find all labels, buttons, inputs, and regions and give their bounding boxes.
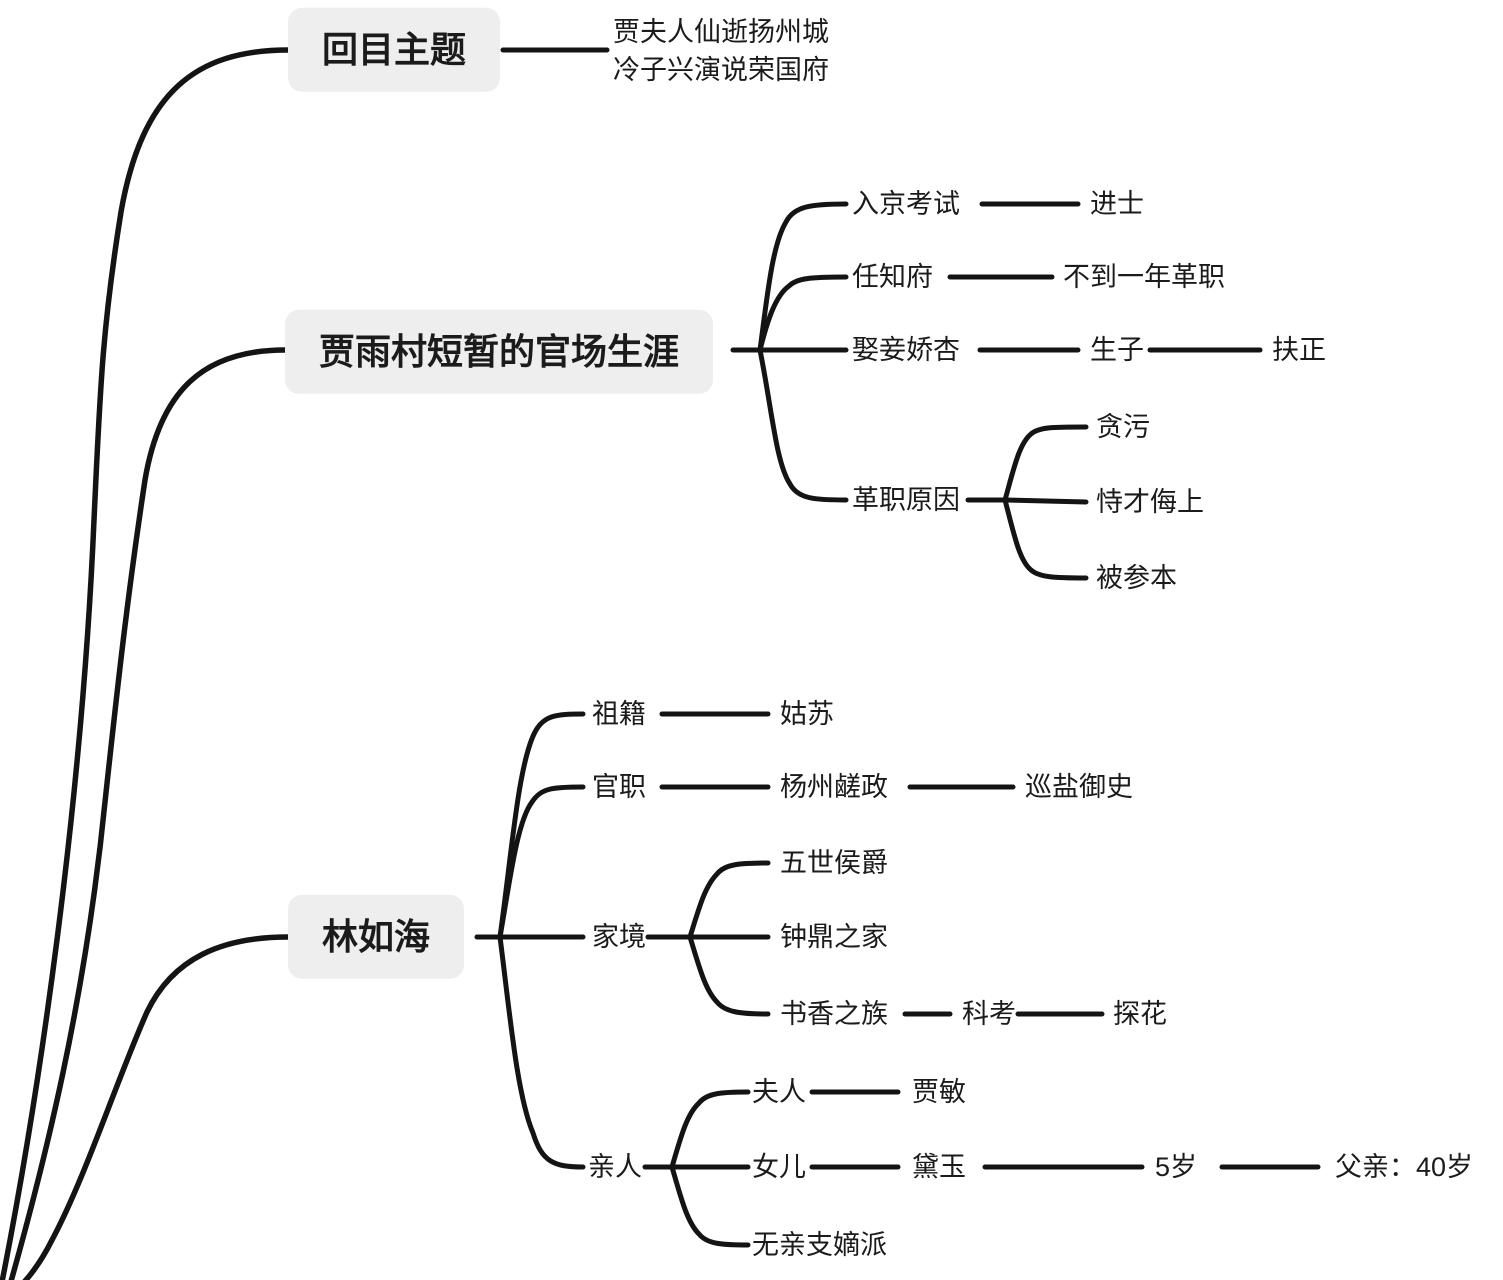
node-daughter-name[interactable]: 黛玉 xyxy=(912,1151,966,1182)
edge-to-family-item-1 xyxy=(687,860,771,940)
node-dismissal[interactable]: 革职原因 xyxy=(852,484,960,515)
edge-root-to-jia-yucun xyxy=(8,347,288,1280)
edge-to-wife xyxy=(669,1089,751,1170)
edge-root-to-lin-ruhai xyxy=(22,934,291,1280)
node-daughter[interactable]: 女儿 xyxy=(752,1151,806,1182)
node-daughter-age[interactable]: 5岁 xyxy=(1155,1151,1198,1182)
node-ancestry[interactable]: 祖籍 xyxy=(592,698,646,729)
node-dismissal-reason-1[interactable]: 贪污 xyxy=(1096,411,1150,442)
edge-to-prefect xyxy=(757,274,849,353)
node-lin-ruhai[interactable]: 林如海 xyxy=(288,894,465,980)
node-prefect[interactable]: 任知府 xyxy=(852,261,933,292)
node-family-rank[interactable]: 探花 xyxy=(1113,998,1167,1029)
node-exam[interactable]: 入京考试 xyxy=(852,188,960,219)
node-exam-result[interactable]: 进士 xyxy=(1090,188,1144,219)
edge-to-exam xyxy=(757,201,849,353)
node-concubine[interactable]: 娶妾娇杏 xyxy=(852,334,960,365)
edge-to-reason-3 xyxy=(1002,497,1089,581)
node-chapter-theme[interactable]: 回目主题 xyxy=(288,7,501,93)
node-chapter-line-1[interactable]: 贾夫人仙逝扬州城 xyxy=(613,16,829,47)
node-family-item-2[interactable]: 钟鼎之家 xyxy=(780,921,888,952)
node-office-post[interactable]: 杨州鹾政 xyxy=(780,771,888,802)
node-chapter-line-2[interactable]: 冷子兴演说荣国府 xyxy=(613,54,829,85)
edge-to-reason-1 xyxy=(1002,424,1089,503)
edge-to-no-kin xyxy=(669,1164,751,1248)
edge-root-to-chapter-theme xyxy=(0,47,291,1280)
node-concubine-child[interactable]: 生子 xyxy=(1090,334,1144,365)
node-wife-name[interactable]: 贾敏 xyxy=(912,1076,966,1107)
edge-to-office xyxy=(497,784,586,940)
node-family[interactable]: 家境 xyxy=(592,921,646,952)
node-ancestry-value[interactable]: 姑苏 xyxy=(780,698,834,729)
node-jia-yucun-career[interactable]: 贾雨村短暂的官场生涯 xyxy=(285,309,714,395)
edge-to-ancestry xyxy=(497,711,586,940)
node-family-item-3[interactable]: 书香之族 xyxy=(780,998,888,1029)
node-family-exam[interactable]: 科考 xyxy=(962,998,1016,1029)
node-prefect-result[interactable]: 不到一年革职 xyxy=(1063,261,1225,292)
node-wife[interactable]: 夫人 xyxy=(752,1076,806,1107)
edge-to-dismissal xyxy=(757,347,849,503)
node-office[interactable]: 官职 xyxy=(592,771,646,802)
node-office-post2[interactable]: 巡盐御史 xyxy=(1025,771,1133,802)
node-concubine-promoted[interactable]: 扶正 xyxy=(1272,334,1326,365)
node-relatives[interactable]: 亲人 xyxy=(588,1151,642,1182)
edge-to-relatives xyxy=(497,934,586,1170)
node-father-age[interactable]: 父亲：40岁 xyxy=(1335,1151,1474,1182)
node-dismissal-reason-3[interactable]: 被参本 xyxy=(1096,562,1177,593)
node-no-kin[interactable]: 无亲支嫡派 xyxy=(752,1229,887,1260)
edge-to-reason-2 xyxy=(1002,497,1089,505)
node-dismissal-reason-2[interactable]: 恃才侮上 xyxy=(1096,486,1204,517)
node-family-item-1[interactable]: 五世侯爵 xyxy=(780,847,888,878)
edge-to-family-item-3 xyxy=(687,934,771,1017)
